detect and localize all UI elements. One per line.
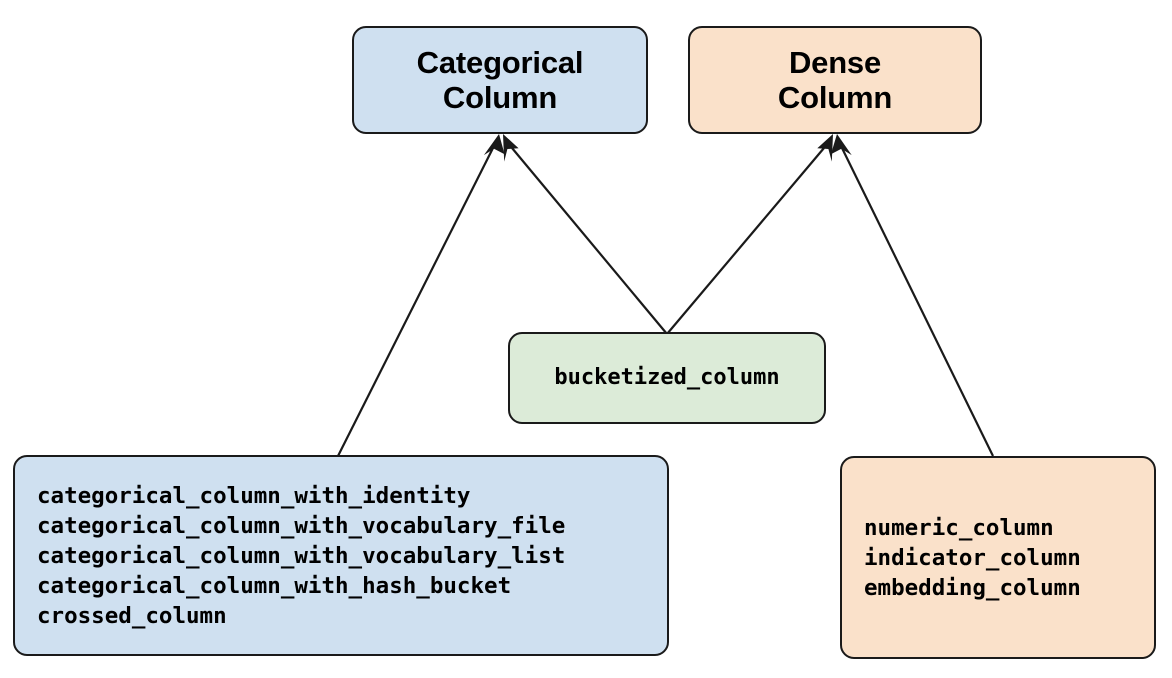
node-dense-column-constructors[interactable]: numeric_column indicator_column embeddin… — [840, 456, 1156, 659]
list-item: categorical_column_with_identity — [37, 482, 471, 509]
categorical-column-label-line1: Categorical — [416, 44, 584, 80]
node-categorical-column-constructors[interactable]: categorical_column_with_identity categor… — [13, 455, 669, 656]
list-item: indicator_column — [864, 544, 1081, 571]
list-item: categorical_column_with_hash_bucket — [37, 572, 512, 599]
edge-categorical-list-to-categorical-column — [337, 134, 505, 457]
list-item: numeric_column — [864, 514, 1054, 541]
node-categorical-column[interactable]: Categorical Column — [352, 26, 648, 134]
list-item: crossed_column — [37, 602, 227, 629]
dense-column-label-line1: Dense — [788, 44, 882, 80]
edge-bucketized-to-categorical-column — [503, 134, 668, 335]
categorical-column-label-line2: Column — [442, 80, 558, 115]
list-item: categorical_column_with_vocabulary_list — [37, 542, 566, 569]
bucketized-column-label: bucketized_column — [554, 365, 780, 390]
list-item: categorical_column_with_vocabulary_file — [37, 512, 566, 539]
list-item: embedding_column — [864, 574, 1081, 601]
node-dense-column[interactable]: Dense Column — [688, 26, 982, 134]
node-bucketized-column[interactable]: bucketized_column — [508, 332, 826, 424]
edge-bucketized-to-dense-column — [666, 134, 833, 335]
edge-dense-list-to-dense-column — [830, 134, 994, 457]
dense-column-label-line2: Column — [777, 80, 893, 115]
